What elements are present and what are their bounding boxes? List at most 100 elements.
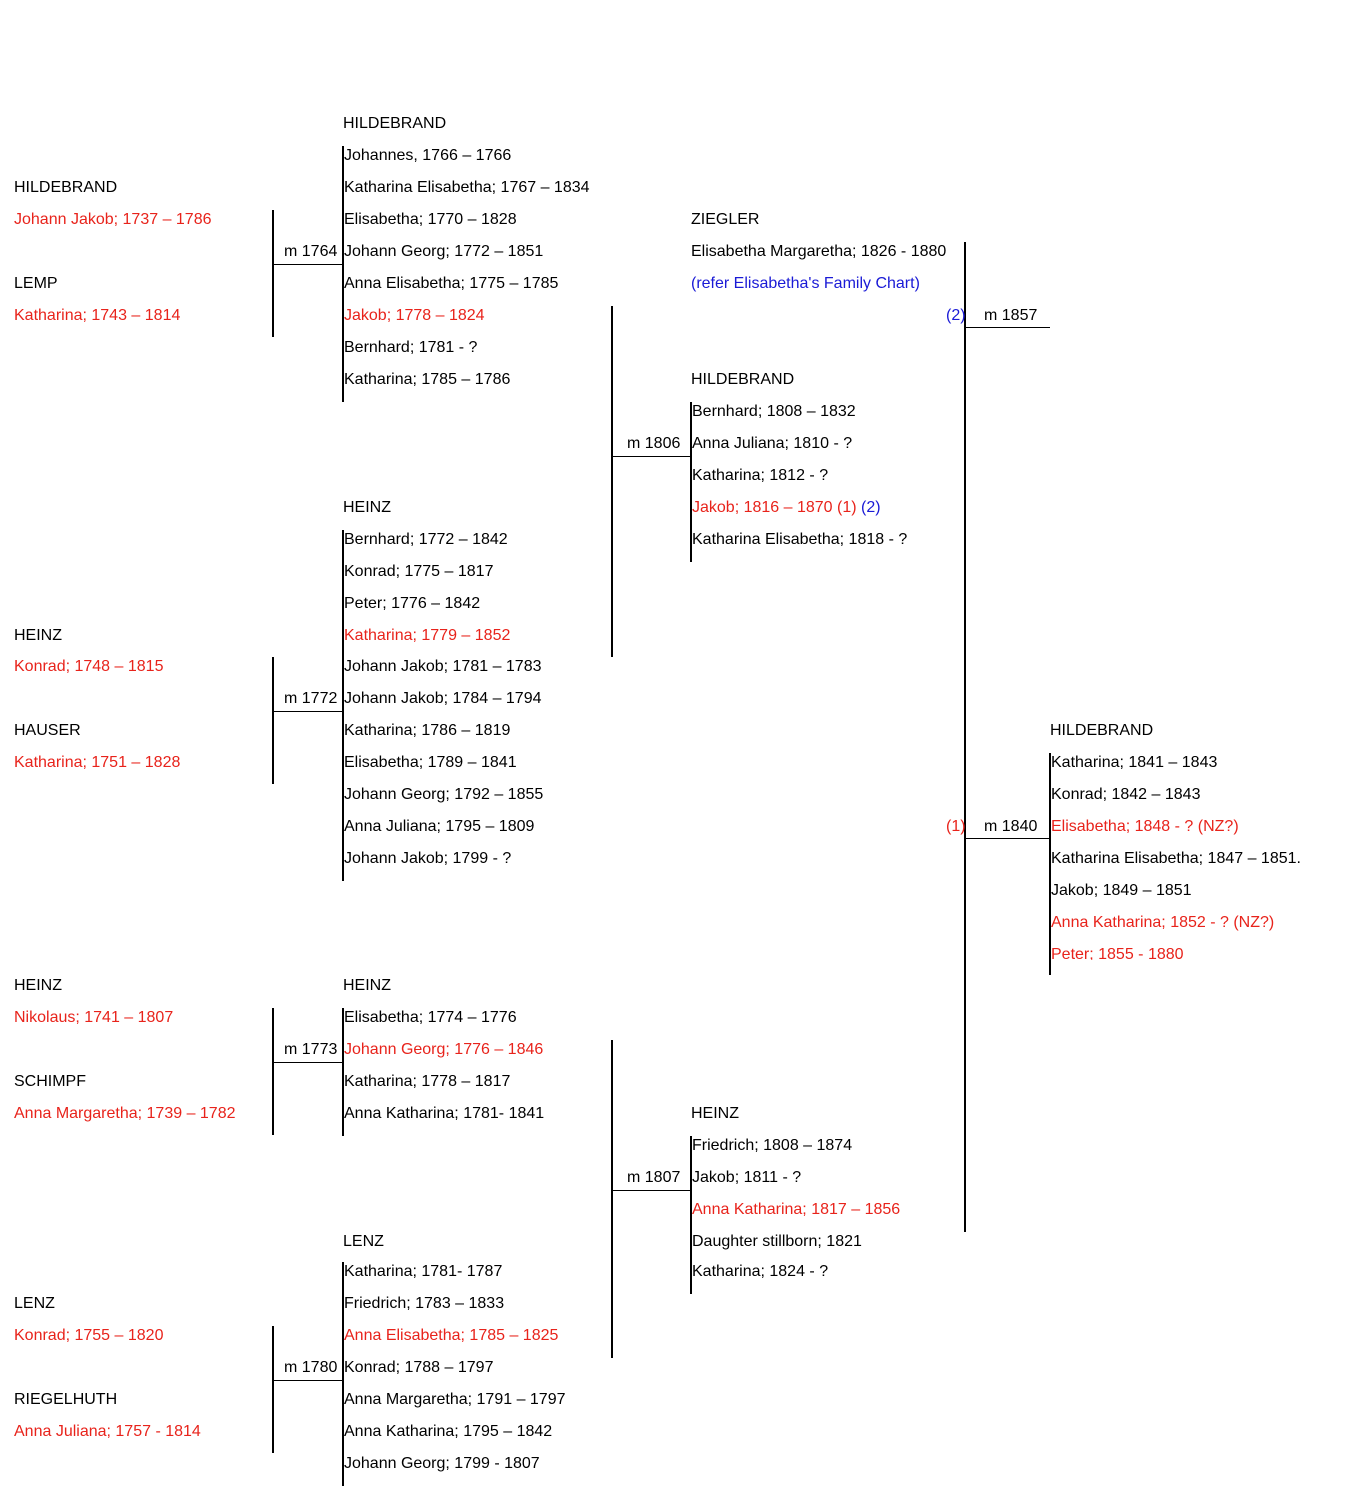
child-entry-highlighted: Katharina; 1779 – 1852 [344, 627, 511, 644]
marriage-marker: (2) [861, 499, 881, 516]
child-entry: Katharina Elisabetha; 1767 – 1834 [344, 179, 590, 196]
child-entry: Johann Jakob; 1781 – 1783 [344, 658, 542, 675]
marriage-line [272, 264, 343, 265]
surname-heinz: HEINZ [14, 627, 62, 644]
child-entry: Katharina; 1781- 1787 [344, 1263, 503, 1280]
marriage-date: m 1807 [627, 1169, 681, 1186]
surname-lenz: LENZ [14, 1295, 55, 1312]
child-entry-highlighted: Jakob; 1778 – 1824 [344, 307, 485, 324]
child-entry: Katharina; 1785 – 1786 [344, 371, 511, 388]
child-entry-highlighted: Johann Georg; 1776 – 1846 [344, 1041, 544, 1058]
person-elisabetha-margaretha-ziegler: Elisabetha Margaretha; 1826 - 1880 [691, 243, 947, 260]
couple-bracket [272, 1326, 274, 1453]
children-bracket [1049, 753, 1051, 975]
child-entry: Elisabetha; 1774 – 1776 [344, 1009, 517, 1026]
child-entry-highlighted: Peter; 1855 - 1880 [1051, 946, 1184, 960]
child-entry: Jakob; 1849 – 1851 [1051, 882, 1192, 899]
child-entry-highlighted: Anna Katharina; 1817 – 1856 [692, 1201, 901, 1218]
child-entry: Anna Juliana; 1810 - ? [692, 435, 853, 452]
family-surname: HEINZ [691, 1105, 739, 1122]
person-johann-jakob-hildebrand: Johann Jakob; 1737 – 1786 [14, 211, 212, 228]
family-surname: LENZ [343, 1233, 384, 1250]
child-entry: Anna Katharina; 1795 – 1842 [344, 1423, 553, 1440]
couple-bracket [272, 1008, 274, 1135]
child-entry: Friedrich; 1808 – 1874 [692, 1137, 853, 1154]
marriage-marker: (1) [946, 818, 966, 835]
marriage-line [272, 1062, 343, 1063]
child-entry-highlighted: Anna Elisabetha; 1785 – 1825 [344, 1327, 559, 1344]
couple-bracket [611, 1040, 613, 1358]
child-entry: Anna Juliana; 1795 – 1809 [344, 818, 535, 835]
couple-bracket [272, 210, 274, 337]
child-entry: Katharina Elisabetha; 1847 – 1851. [1051, 850, 1301, 867]
child-entry: Friedrich; 1783 – 1833 [344, 1295, 505, 1312]
marriage-line [611, 456, 691, 457]
surname-lemp: LEMP [14, 275, 58, 292]
child-entry: Johann Georg; 1772 – 1851 [344, 243, 544, 260]
person-katharina-hauser: Katharina; 1751 – 1828 [14, 754, 181, 771]
person-katharina-lemp: Katharina; 1743 – 1814 [14, 307, 181, 324]
child-entry: Anna Katharina; 1781- 1841 [344, 1105, 545, 1122]
surname-hauser: HAUSER [14, 722, 81, 739]
marriage-marker: (2) [946, 307, 966, 324]
marriage-date: m 1840 [984, 818, 1038, 835]
children-bracket [690, 402, 692, 562]
child-entry: Peter; 1776 – 1842 [344, 595, 481, 612]
child-entry: Elisabetha; 1770 – 1828 [344, 211, 517, 228]
marriage-date: m 1780 [284, 1359, 338, 1376]
marriage-date: m 1806 [627, 435, 681, 452]
child-entry: Katharina; 1841 – 1843 [1051, 754, 1218, 771]
marriage-date: m 1772 [284, 690, 338, 707]
marriage-line [272, 711, 343, 712]
children-bracket [342, 1008, 344, 1136]
child-entry-highlighted: Anna Katharina; 1852 - ? (NZ?) [1051, 914, 1275, 931]
marriage-date: m 1764 [284, 243, 338, 260]
person-nikolaus-heinz: Nikolaus; 1741 – 1807 [14, 1009, 174, 1026]
child-entry: Johann Georg; 1799 - 1807 [344, 1455, 540, 1472]
children-bracket [690, 1136, 692, 1294]
couple-bracket [964, 242, 966, 1232]
couple-bracket [611, 306, 613, 657]
child-entry: Bernhard; 1772 – 1842 [344, 531, 508, 548]
child-entry: Johann Jakob; 1799 - ? [344, 850, 512, 867]
child-entry: Konrad; 1775 – 1817 [344, 563, 494, 580]
child-entry-highlighted: Jakob; 1816 – 1870 (1) (2) [692, 498, 881, 518]
child-entry: Katharina; 1824 - ? [692, 1263, 829, 1280]
person-konrad-lenz: Konrad; 1755 – 1820 [14, 1327, 164, 1344]
person-anna-juliana-riegelhuth: Anna Juliana; 1757 - 1814 [14, 1423, 201, 1440]
marriage-line [964, 327, 1050, 328]
child-entry: Anna Margaretha; 1791 – 1797 [344, 1391, 566, 1408]
child-entry: Jakob; 1811 - ? [692, 1169, 802, 1186]
child-entry: Anna Elisabetha; 1775 – 1785 [344, 275, 559, 292]
surname-riegelhuth: RIEGELHUTH [14, 1391, 118, 1408]
surname-hildebrand: HILDEBRAND [14, 179, 118, 196]
child-entry: Katharina; 1812 - ? [692, 467, 829, 484]
family-surname: HILDEBRAND [343, 115, 447, 132]
child-entry: Konrad; 1788 – 1797 [344, 1359, 494, 1376]
family-surname: HILDEBRAND [1050, 722, 1154, 739]
family-chart-link[interactable]: (refer Elisabetha's Family Chart) [691, 275, 920, 292]
child-entry: Katharina; 1786 – 1819 [344, 722, 511, 739]
child-entry: Katharina; 1778 – 1817 [344, 1073, 511, 1090]
child-entry: Elisabetha; 1789 – 1841 [344, 754, 517, 771]
family-surname: ZIEGLER [691, 211, 760, 228]
children-bracket [342, 530, 344, 881]
child-entry: Johann Jakob; 1784 – 1794 [344, 690, 542, 707]
couple-bracket [272, 657, 274, 784]
child-entry-highlighted: Elisabetha; 1848 - ? (NZ?) [1051, 818, 1239, 835]
children-bracket [342, 1262, 344, 1486]
child-entry: Daughter stillborn; 1821 [692, 1233, 862, 1250]
person-konrad-heinz: Konrad; 1748 – 1815 [14, 658, 164, 675]
surname-heinz: HEINZ [14, 977, 62, 994]
child-entry: Johannes, 1766 – 1766 [344, 147, 512, 164]
child-entry: Johann Georg; 1792 – 1855 [344, 786, 544, 803]
marriage-date: m 1857 [984, 307, 1038, 324]
marriage-date: m 1773 [284, 1041, 338, 1058]
child-entry: Konrad; 1842 – 1843 [1051, 786, 1201, 803]
marriage-line [272, 1380, 343, 1381]
family-surname: HEINZ [343, 977, 391, 994]
surname-schimpf: SCHIMPF [14, 1073, 86, 1090]
family-surname: HEINZ [343, 499, 391, 516]
child-name-jakob: Jakob; 1816 – 1870 (1) [692, 499, 857, 516]
family-surname: HILDEBRAND [691, 371, 795, 388]
